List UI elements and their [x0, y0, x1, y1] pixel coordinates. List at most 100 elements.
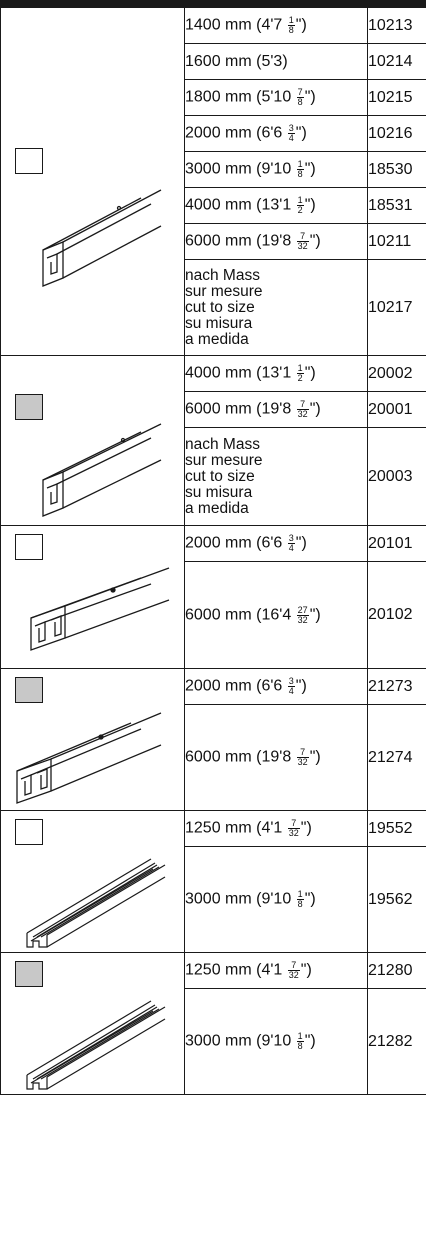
length-text: 4000 mm (13'1 [185, 364, 296, 382]
length-text: 3000 mm (9'10 [185, 890, 296, 908]
fraction-denominator: 32 [297, 614, 308, 625]
article-number: 20101 [367, 525, 426, 562]
article-number: 21274 [367, 704, 426, 811]
cut-to-size-en: cut to size [185, 298, 255, 316]
fraction-numerator: 7 [296, 232, 309, 242]
fraction-numerator: 1 [296, 889, 304, 900]
cut-to-size-es: a medida [185, 499, 249, 517]
length-text: 6000 mm (19'8 [185, 232, 296, 250]
length-text-end: ") [300, 961, 312, 979]
article-number: 10216 [367, 115, 426, 152]
top-bar [0, 0, 426, 7]
article-number: 18530 [367, 151, 426, 188]
cut-to-size-it: su misura [185, 314, 253, 332]
table-row: 1600 mm (5'3) 10214 [1, 43, 426, 80]
fraction-numerator: 1 [287, 15, 295, 26]
length-text: 1400 mm (4'7 [185, 16, 287, 34]
fraction-numerator: 1 [296, 159, 304, 170]
length-text-end: ") [295, 16, 307, 34]
article-number: 19552 [367, 810, 426, 847]
article-number: 10213 [367, 7, 426, 44]
checkbox-white[interactable] [15, 819, 43, 845]
length-text: 4000 mm (13'1 [185, 196, 296, 214]
fraction-denominator: 4 [288, 686, 294, 696]
product-image-cell [0, 668, 185, 811]
fraction-denominator: 32 [297, 241, 308, 251]
fraction-denominator: 32 [288, 970, 299, 980]
double-rail-icon [30, 567, 170, 651]
length-text-end: ") [304, 364, 316, 382]
fraction-numerator: 7 [287, 819, 300, 829]
product-image-cell [0, 7, 185, 356]
fraction-numerator: 3 [287, 123, 295, 134]
fraction-numerator: 7 [287, 961, 300, 971]
fraction-denominator: 8 [297, 1041, 303, 1051]
length-text-end: ") [304, 1032, 316, 1050]
cut-to-size-cell: nach Mass sur mesure cut to size su misu… [184, 427, 368, 526]
article-number: 10211 [367, 223, 426, 260]
single-rail-icon [42, 189, 162, 287]
checkbox-grey[interactable] [15, 677, 43, 703]
fraction-denominator: 2 [297, 373, 303, 383]
fraction-denominator: 32 [297, 409, 308, 419]
article-number: 20003 [367, 427, 426, 526]
fraction-denominator: 8 [297, 97, 303, 107]
fraction-numerator: 7 [296, 400, 309, 410]
length-cell: 1600 mm (5'3) [184, 43, 368, 80]
checkbox-white[interactable] [15, 534, 43, 560]
length-text-end: ") [295, 534, 307, 552]
length-text: 2000 mm (6'6 [185, 534, 287, 552]
fraction-denominator: 2 [297, 205, 303, 215]
fraction-numerator: 7 [296, 87, 304, 98]
checkbox-grey[interactable] [15, 394, 43, 420]
length-text: 1800 mm (5'10 [185, 88, 296, 106]
fraction-numerator: 7 [296, 748, 309, 758]
fraction-denominator: 32 [297, 757, 308, 767]
checkbox-grey[interactable] [15, 961, 43, 987]
fraction-numerator: 1 [296, 195, 304, 206]
length-text-end: ") [300, 819, 312, 837]
fraction-numerator: 3 [287, 676, 295, 687]
length-text-end: ") [295, 677, 307, 695]
length-text: 2000 mm (6'6 [185, 677, 287, 695]
fraction-denominator: 4 [288, 543, 294, 553]
article-number: 21282 [367, 988, 426, 1095]
article-number: 19562 [367, 846, 426, 953]
checkbox-white[interactable] [15, 148, 43, 174]
cut-to-size-de: nach Mass [185, 266, 260, 284]
table-row: nach Mass sur mesure cut to size su misu… [1, 427, 426, 526]
fraction-numerator: 3 [287, 533, 295, 544]
fraction-denominator: 8 [288, 25, 294, 35]
length-text-end: ") [304, 890, 316, 908]
fraction-numerator: 1 [296, 363, 304, 374]
fraction-denominator: 8 [297, 169, 303, 179]
article-number: 10217 [367, 259, 426, 356]
